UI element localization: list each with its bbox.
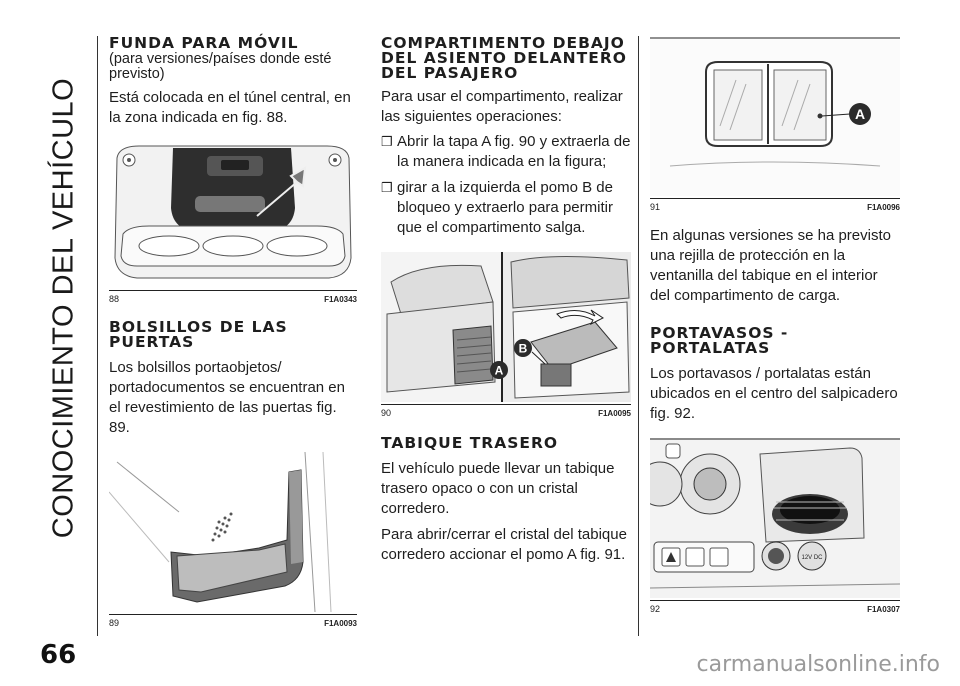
under-seat-compartment-illustration: A B [381,252,631,402]
figure-91-caption: 91 F1A0096 [650,202,900,212]
page-number: 66 [40,640,77,670]
heading-bolsillos-puertas: BOLSILLOS DE LAS PUERTAS [109,318,288,351]
bullet-list-compartimento: ❒ Abrir la tapa A fig. 90 y extraerla de… [381,132,631,238]
heading-funda-movil: FUNDA PARA MÓVIL [109,34,299,52]
figure-92-caption: 92 F1A0307 [650,604,900,614]
figure-89-code: F1A0093 [324,619,357,628]
watermark: carmanualsonline.info [696,652,940,677]
side-title-text: CONOCIMIENTO DEL VEHÍCULO [47,77,80,539]
figure-88-rule [109,290,357,291]
paragraph-tabique-2: Para abrir/cerrar el cristal del tabique… [381,526,627,563]
figure-91: A 91 F1A0096 [650,36,900,212]
figure-91-code: F1A0096 [867,203,900,212]
figure-89-rule [109,614,357,615]
figure-92-code: F1A0307 [867,605,900,614]
column-divider-left [97,36,98,636]
figure-90-code: F1A0095 [598,409,631,418]
heading-tabique-trasero: TABIQUE TRASERO [381,434,559,452]
column-1: FUNDA PARA MÓVIL (para versiones/países … [109,34,357,628]
rear-partition-window-illustration: A [650,36,900,196]
column-2: COMPARTIMENTO DEBAJO DEL ASIENTO DELANTE… [381,34,631,565]
figure-90-number: 90 [381,408,392,418]
figure-89: 89 F1A0093 [109,452,357,628]
figure-88-number: 88 [109,294,120,304]
figure-91-rule [650,198,900,199]
paragraph-tabique-1: El vehículo puede llevar un tabique tras… [381,460,615,517]
callout-b-label: B [519,342,528,356]
paragraph-compartimento: Para usar el compartimento, realizar las… [381,88,623,125]
callout-a-label: A [495,364,504,378]
figure-92-rule [650,600,900,601]
phone-holder-illustration [109,138,357,288]
list-item: ❒ girar a la izquierda el pomo B de bloq… [381,178,631,238]
list-item: ❒ Abrir la tapa A fig. 90 y extraerla de… [381,132,631,172]
paragraph-funda-movil: Está colocada en el túnel central, en la… [109,89,351,126]
paragraph-portavasos: Los portavasos / portalatas están ubicad… [650,365,898,422]
figure-90-caption: 90 F1A0095 [381,408,631,418]
figure-92-number: 92 [650,604,661,614]
figure-88: 88 F1A0343 [109,138,357,304]
door-pocket-illustration [109,452,357,612]
figure-92: 12V DC 92 F1A0307 [650,438,900,614]
figure-91-number: 91 [650,202,661,212]
paragraph-bolsillos-puertas: Los bolsillos portaobjetos/ portadocumen… [109,359,345,436]
figure-88-caption: 88 F1A0343 [109,294,357,304]
subtitle-funda-movil: (para versiones/países donde esté previs… [109,51,332,82]
heading-portavasos: PORTAVASOS - PORTALATAS [650,324,789,357]
column-3: A 91 F1A0096 En algunas versiones se ha … [650,36,900,614]
figure-89-caption: 89 F1A0093 [109,618,357,628]
paragraph-rejilla: En algunas versiones se ha previsto una … [650,227,891,304]
list-item-text: Abrir la tapa A fig. 90 y extraerla de l… [397,133,631,170]
figure-89-number: 89 [109,618,120,628]
heading-compartimento-asiento: COMPARTIMENTO DEBAJO DEL ASIENTO DELANTE… [381,34,627,82]
column-divider-right [638,36,639,636]
figure-88-code: F1A0343 [324,295,357,304]
figure-90: A B 90 F1A0095 [381,252,631,418]
checkbox-bullet-icon: ❒ [381,134,393,149]
list-item-text: girar a la izquierda el pomo B de bloque… [397,179,613,236]
callout-a-label: A [855,106,865,122]
cup-holder-illustration: 12V DC [650,438,900,598]
section-side-title: CONOCIMIENTO DEL VEHÍCULO [44,18,84,598]
power-socket-label: 12V DC [801,555,823,561]
checkbox-bullet-icon: ❒ [381,180,393,195]
figure-90-rule [381,404,631,405]
